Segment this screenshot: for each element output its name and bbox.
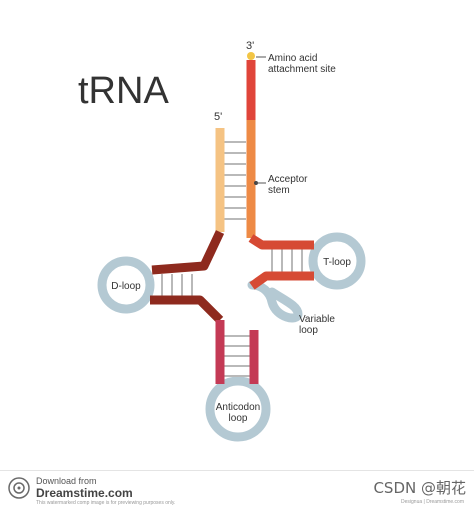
variable-loop-label-line1: Variable — [299, 314, 335, 325]
three-prime-label: 3' — [246, 40, 254, 52]
anticodon-loop-ring — [205, 376, 271, 442]
amino-acid-site-dot — [247, 52, 255, 60]
d-arm-lower-strand — [150, 295, 224, 324]
diagram-title: tRNA — [78, 70, 169, 112]
acceptor-stem-label-line2: stem — [268, 185, 290, 196]
t-loop-ring — [308, 232, 366, 290]
anticodon-loop-label-line2: loop — [229, 413, 248, 424]
d-loop-ring — [97, 256, 155, 314]
five-prime-label: 5' — [214, 111, 222, 123]
amino-acid-label-line1: Amino acid — [268, 53, 317, 64]
image-credit: Designua | Dreamstime.com — [401, 499, 464, 505]
dreamstime-logo-icon — [8, 477, 30, 499]
watermark-footer: Download from Dreamstime.com This waterm… — [0, 470, 474, 507]
t-loop-label: T-loop — [323, 257, 351, 268]
variable-loop — [247, 280, 303, 323]
variable-loop-label-line2: loop — [299, 325, 318, 336]
t-arm-lower-strand — [249, 271, 314, 290]
trna-diagram: tRNA 3' 5' Amino acid attachment site Ac… — [78, 40, 366, 442]
csdn-watermark: CSDN @朝花 — [373, 479, 466, 497]
anticodon-stem-rungs — [224, 335, 250, 377]
dreamstime-text: Dreamstime.com — [36, 486, 133, 500]
d-loop-label: D-loop — [111, 281, 141, 292]
download-from-text: Download from — [36, 476, 97, 486]
t-arm-rungs — [271, 249, 303, 272]
amino-acid-label-line2: attachment site — [268, 64, 336, 75]
d-arm-rungs — [161, 274, 193, 296]
d-arm-upper-strand — [151, 230, 225, 275]
acceptor-stem-label-line1: Acceptor — [268, 174, 308, 185]
watermark-notice: This watermarked comp image is for previ… — [36, 500, 176, 506]
t-arm-upper-strand — [248, 234, 314, 250]
acceptor-stem-rungs — [224, 141, 246, 220]
anticodon-loop-label-line1: Anticodon — [216, 402, 260, 413]
